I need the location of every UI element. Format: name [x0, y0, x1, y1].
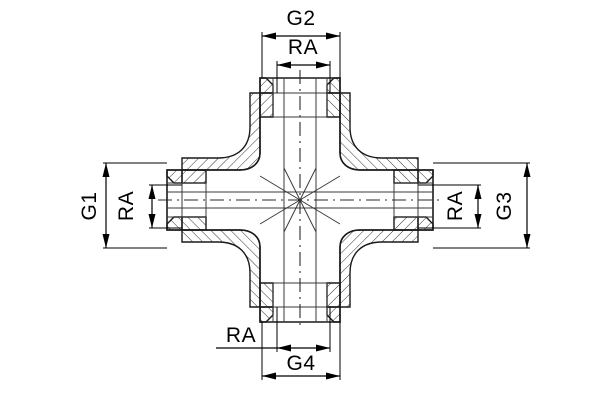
ra-bottom-arrow-right: [316, 344, 330, 352]
collar-top-right: [326, 92, 341, 118]
dimension-label-g4: G4: [286, 352, 315, 375]
bore-intersection-diagonal-3: [259, 175, 301, 201]
bore-intersection-diagonal-4: [299, 175, 341, 201]
collar-bottom-right: [326, 282, 341, 308]
ra-right-arrow-bottom: [474, 214, 482, 228]
dimension-ra-top: RA: [276, 36, 331, 93]
g4-arrow-left: [262, 372, 276, 380]
ra-top-arrow-left: [277, 61, 291, 69]
collar-right-top: [393, 169, 419, 184]
collar-top-left: [259, 92, 274, 118]
g1-arrow-top: [102, 163, 110, 177]
g3-arrow-bottom: [523, 234, 531, 248]
g2-arrow-left: [262, 32, 276, 40]
ra-left-arrow-top: [148, 185, 156, 199]
bore-intersection-diagonal-6: [299, 199, 341, 225]
dimension-label-ra-top: RA: [288, 36, 318, 59]
dimension-label-ra-left: RA: [115, 191, 138, 221]
collar-left-top: [181, 169, 207, 184]
dimension-label-g1: G1: [78, 191, 101, 220]
collar-right-bottom: [393, 216, 419, 231]
g4-arrow-right: [326, 372, 340, 380]
dimension-g4: G4: [261, 322, 341, 380]
material-lower-left: [181, 229, 261, 308]
collar-bottom-left-chamfer: [259, 306, 274, 323]
dimension-g2: G2: [261, 7, 341, 78]
collar-top-right-chamfer: [326, 77, 341, 94]
dimension-ra-bottom: RA: [216, 307, 331, 352]
bore-intersection-diagonal-5: [259, 199, 301, 225]
g2-arrow-right: [326, 32, 340, 40]
collar-left-top-chamfer: [166, 169, 183, 184]
dimension-label-g2: G2: [286, 7, 315, 30]
collar-top-left-chamfer: [259, 77, 274, 94]
material-upper-left: [181, 92, 261, 171]
dimension-ra-left: RA: [115, 184, 182, 229]
ra-bottom-arrow-left: [277, 344, 291, 352]
fitting-body: [158, 70, 442, 330]
collar-right-top-chamfer: [417, 169, 434, 184]
g1-arrow-bottom: [102, 234, 110, 248]
dimension-g3: G3: [433, 162, 531, 249]
material-lower-right: [339, 229, 419, 308]
ra-right-arrow-top: [474, 185, 482, 199]
dimension-label-g3: G3: [493, 191, 516, 220]
g3-arrow-top: [523, 163, 531, 177]
dimension-label-ra-bottom: RA: [226, 324, 256, 347]
dimension-label-ra-right: RA: [444, 191, 467, 221]
collar-bottom-left: [259, 282, 274, 308]
ra-left-arrow-bottom: [148, 214, 156, 228]
ra-top-arrow-right: [316, 61, 330, 69]
dimension-g1: G1: [78, 162, 167, 249]
collar-left-bottom: [181, 216, 207, 231]
collar-bottom-right-chamfer: [326, 306, 341, 323]
dimension-ra-right: RA: [418, 184, 482, 229]
material-upper-right: [339, 92, 419, 171]
